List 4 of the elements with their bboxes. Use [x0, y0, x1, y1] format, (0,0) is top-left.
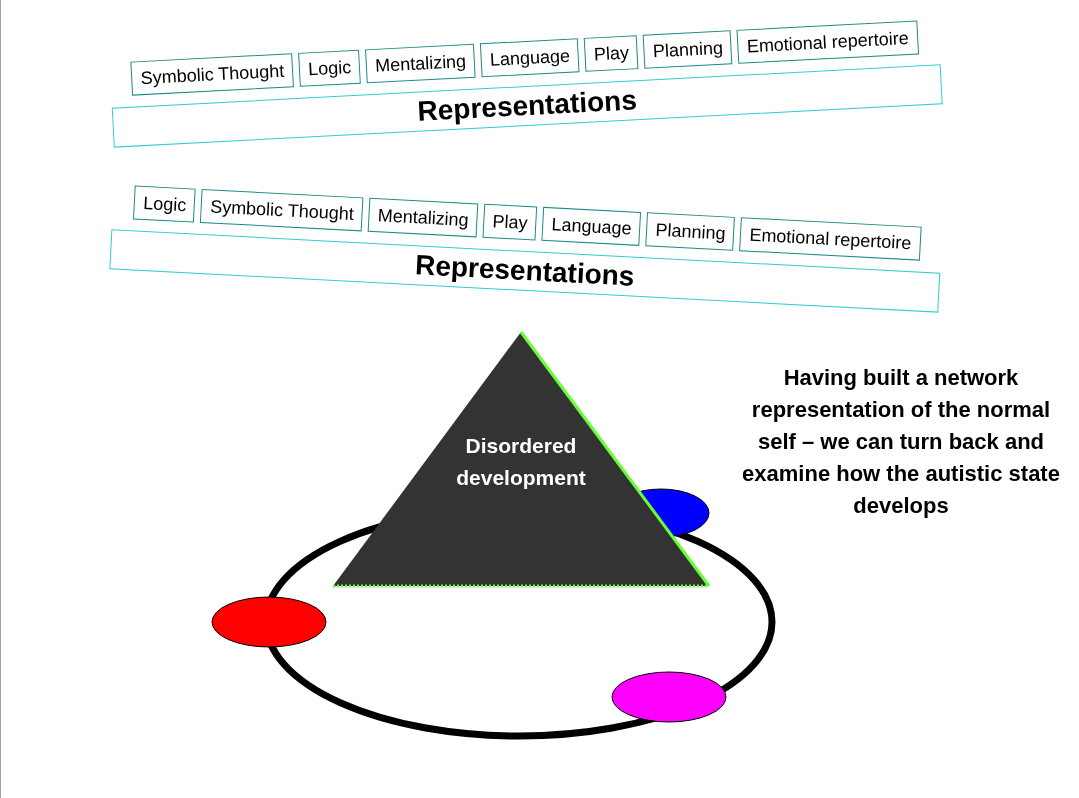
description-text: Having built a network representation of the normal self – we can turn back and examine how the autistic state develops — [741, 364, 1061, 520]
outlined-label: Symbolic Thought — [200, 188, 364, 232]
triangle-shape: Disordered development — [331, 330, 711, 588]
outlined-label: Language — [541, 206, 642, 246]
